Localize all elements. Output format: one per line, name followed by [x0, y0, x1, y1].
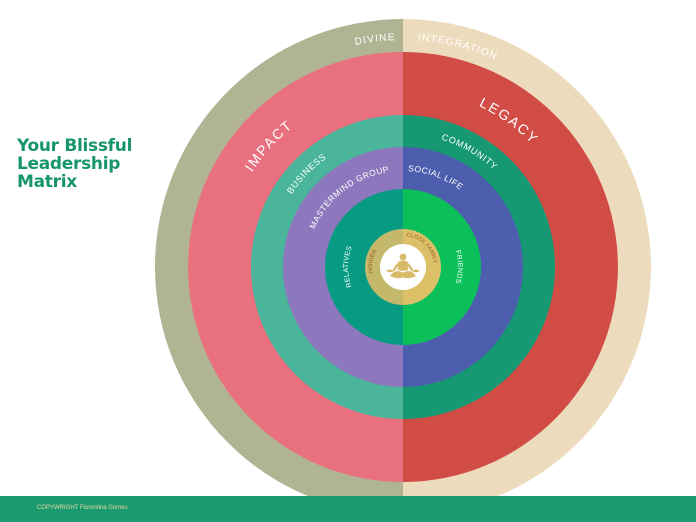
- title-line-2: Leadership: [17, 154, 121, 174]
- title-line-1: Your Blissful: [17, 136, 133, 156]
- ring-segment-friends: [403, 189, 481, 345]
- footer-bar: COPYWRIGHT Florentina Gomes: [0, 496, 696, 522]
- copyright-text: COPYWRIGHT Florentina Gomes: [37, 505, 128, 511]
- meditation-icon: [386, 253, 420, 279]
- ring-label-friends: FRIENDS: [454, 249, 463, 284]
- center-medallion: [380, 244, 426, 290]
- ring-label-text-relatives: RELATIVES: [343, 245, 353, 289]
- title-line-3: Matrix: [17, 172, 77, 192]
- ring-label-relatives: RELATIVES: [343, 245, 354, 289]
- ring-label-text-insider: INSIDER: [368, 249, 378, 274]
- ring-label-text-friends: FRIENDS: [454, 249, 463, 284]
- ring-segment-relatives: [325, 189, 403, 345]
- ring-label-insider: INSIDER: [368, 249, 379, 274]
- page-title: Your Blissful Leadership Matrix: [17, 137, 132, 191]
- ring-layer: [155, 19, 651, 496]
